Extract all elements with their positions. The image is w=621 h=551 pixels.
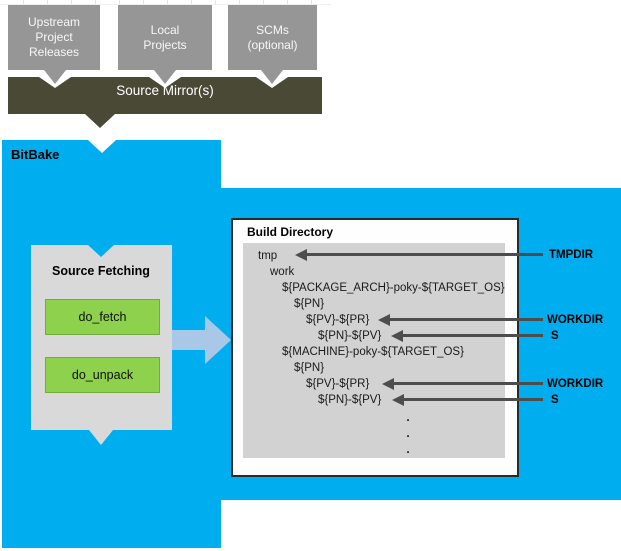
arrowhead-left-icon	[295, 249, 307, 261]
scms-line-1: SCMs	[256, 22, 289, 37]
annotation-line	[305, 253, 543, 256]
upstream-line-2: Project	[35, 30, 73, 44]
annotation-label: S	[551, 394, 559, 406]
tree-line: work	[270, 266, 295, 278]
source-fetching-box	[31, 245, 172, 445]
local-line-1: Local	[150, 22, 180, 37]
scms-line-2: (optional)	[247, 37, 298, 52]
arrowhead-left-icon	[392, 394, 404, 406]
arrowhead-left-icon	[382, 378, 394, 390]
local-projects-box: Local Projects	[118, 5, 212, 70]
upstream-tail-icon	[44, 70, 66, 84]
directory-tree-panel	[243, 243, 505, 458]
do-unpack-label: do_unpack	[71, 368, 134, 382]
annotation-line	[392, 382, 543, 385]
local-line-2: Projects	[143, 37, 187, 52]
tree-line: ${PN}	[294, 298, 325, 310]
tree-line: ${PV}-${PR}	[306, 314, 370, 326]
annotation-line	[402, 398, 543, 401]
tree-line: ${MACHINE}-poky-${TARGET_OS}	[282, 346, 464, 358]
annotation-line	[401, 334, 543, 337]
local-tail-icon	[154, 70, 176, 84]
tree-line: tmp	[258, 250, 278, 262]
annotation-label: WORKDIR	[547, 378, 604, 390]
source-mirror-label: Source Mirror(s)	[116, 83, 214, 98]
scms-box: SCMs (optional)	[228, 5, 317, 70]
ellipsis-dot: .	[406, 442, 410, 456]
source-fetching-title: Source Fetching	[52, 264, 150, 278]
annotation-label: TMPDIR	[549, 249, 594, 261]
do-fetch-box: do_fetch	[45, 299, 160, 335]
upstream-project-releases-box: Upstream Project Releases	[8, 5, 100, 70]
tree-line: ${PV}-${PR}	[306, 378, 370, 390]
tree-line: ${PN}-${PV}	[318, 394, 382, 406]
annotation-label: S	[551, 330, 559, 342]
arrowhead-left-icon	[391, 330, 403, 342]
annotation-label: WORKDIR	[547, 314, 604, 326]
ellipsis-dot: .	[406, 426, 410, 440]
ellipsis-dot: .	[406, 410, 410, 424]
ruler-ticks	[0, 0, 331, 5]
scms-tail-icon	[261, 70, 283, 84]
annotation-line	[388, 318, 543, 321]
build-directory-title: Build Directory	[247, 225, 334, 239]
tree-line: ${PACKAGE_ARCH}-poky-${TARGET_OS}	[282, 282, 505, 294]
upstream-line-3: Releases	[28, 45, 80, 59]
upstream-line-1: Upstream	[27, 15, 80, 29]
arrowhead-left-icon	[378, 314, 390, 326]
do-fetch-label: do_fetch	[78, 310, 127, 324]
do-unpack-box: do_unpack	[45, 357, 160, 393]
bitbake-label: BitBake	[11, 147, 60, 162]
tree-line: ${PN}-${PV}	[318, 330, 382, 342]
tree-line: ${PN}	[294, 362, 325, 374]
